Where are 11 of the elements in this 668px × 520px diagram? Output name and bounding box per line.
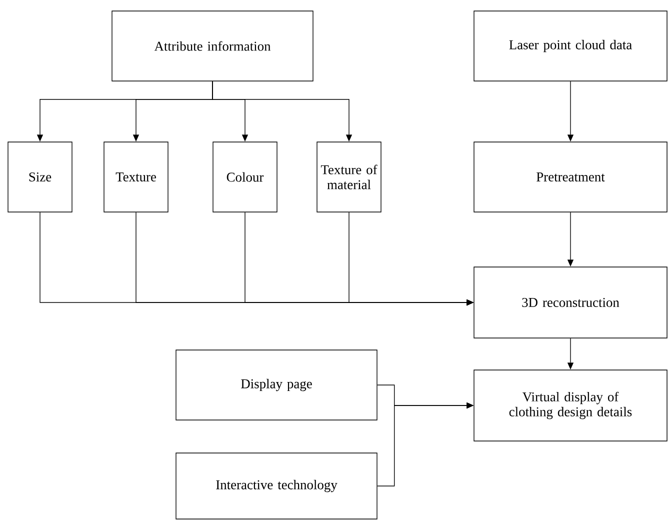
process-box: Interactive technology xyxy=(176,452,378,520)
process-box: Colour xyxy=(212,142,278,212)
process-box: Laser point cloud data xyxy=(474,10,668,82)
process-box: Texture xyxy=(104,142,168,212)
process-box: Display page xyxy=(176,350,378,420)
process-box: Pretreatment xyxy=(474,142,668,212)
process-box: Texture of material xyxy=(316,142,382,212)
process-box: Attribute information xyxy=(112,10,314,82)
process-box: Virtual display of clothing design details xyxy=(474,370,668,442)
process-box: 3D reconstruction xyxy=(474,266,668,338)
process-box: Size xyxy=(8,142,72,212)
